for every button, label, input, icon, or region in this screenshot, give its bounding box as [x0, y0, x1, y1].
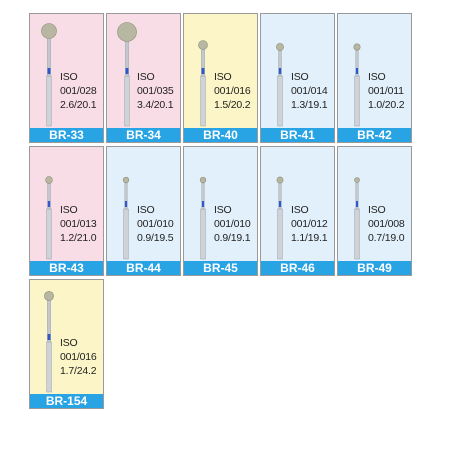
bur-card-br-40: ISO 001/016 1.5/20.2 BR-40: [183, 13, 258, 143]
bur-card-br-41: ISO 001/014 1.3/19.1 BR-41: [260, 13, 335, 143]
iso-ref: 001/028: [60, 85, 97, 97]
iso-label: ISO: [291, 71, 309, 83]
iso-label: ISO: [60, 337, 78, 349]
bur-specs: ISO 001/008 0.7/19.0: [368, 203, 405, 245]
bur-code-label: BR-154: [30, 394, 103, 408]
bur-code-label: BR-41: [261, 128, 334, 142]
bur-card-br-43: ISO 001/013 1.2/21.0 BR-43: [29, 146, 104, 276]
iso-label: ISO: [60, 204, 78, 216]
bur-dims: 2.6/20.1: [60, 99, 97, 111]
bur-specs: ISO 001/010 0.9/19.5: [137, 203, 174, 245]
bur-specs: ISO 001/016 1.5/20.2: [214, 70, 251, 112]
iso-label: ISO: [137, 204, 155, 216]
ball-bur-medium-icon: [44, 291, 54, 393]
bur-card-br-34: ISO 001/035 3.4/20.1 BR-34: [106, 13, 181, 143]
iso-label: ISO: [291, 204, 309, 216]
bur-specs: ISO 001/012 1.1/19.1: [291, 203, 328, 245]
iso-ref: 001/010: [137, 218, 174, 230]
bur-dims: 1.0/20.2: [368, 99, 405, 111]
iso-ref: 001/013: [60, 218, 97, 230]
bur-card-br-44: ISO 001/010 0.9/19.5 BR-44: [106, 146, 181, 276]
bur-specs: ISO 001/011 1.0/20.2: [368, 70, 405, 112]
iso-ref: 001/016: [60, 351, 97, 363]
bur-specs: ISO 001/013 1.2/21.0: [60, 203, 97, 245]
ball-bur-small-icon: [353, 43, 361, 127]
bur-card-br-45: ISO 001/010 0.9/19.1 BR-45: [183, 146, 258, 276]
iso-label: ISO: [368, 71, 386, 83]
iso-ref: 001/011: [368, 85, 404, 97]
bur-specs: ISO 001/014 1.3/19.1: [291, 70, 328, 112]
ball-bur-small-icon: [45, 176, 53, 260]
bur-dims: 1.1/19.1: [291, 232, 328, 244]
bur-dims: 1.5/20.2: [214, 99, 251, 111]
ball-bur-tiny-icon: [122, 176, 130, 260]
bur-code-label: BR-34: [107, 128, 180, 142]
bur-dims: 0.9/19.5: [137, 232, 174, 244]
iso-label: ISO: [214, 204, 232, 216]
bur-dims: 1.7/24.2: [60, 365, 97, 377]
bur-dims: 1.3/19.1: [291, 99, 328, 111]
ball-bur-tiny-icon: [199, 176, 207, 260]
bur-code-label: BR-33: [30, 128, 103, 142]
ball-bur-tiny-icon: [354, 177, 360, 260]
bur-code-label: BR-49: [338, 261, 411, 275]
bur-specs: ISO 001/016 1.7/24.2: [60, 336, 97, 378]
bur-dims: 0.9/19.1: [214, 232, 251, 244]
iso-label: ISO: [60, 71, 78, 83]
ball-bur-medium-icon: [198, 40, 208, 127]
iso-label: ISO: [137, 71, 155, 83]
bur-card-br-46: ISO 001/012 1.1/19.1 BR-46: [260, 146, 335, 276]
ball-bur-large-icon: [41, 23, 57, 127]
bur-dims: 3.4/20.1: [137, 99, 174, 111]
iso-ref: 001/008: [368, 218, 405, 230]
ball-bur-small-icon: [276, 176, 284, 260]
bur-code-label: BR-42: [338, 128, 411, 142]
iso-ref: 001/035: [137, 85, 174, 97]
bur-specs: ISO 001/010 0.9/19.1: [214, 203, 251, 245]
bur-specs: ISO 001/028 2.6/20.1: [60, 70, 97, 112]
bur-specs: ISO 001/035 3.4/20.1: [137, 70, 174, 112]
bur-code-label: BR-40: [184, 128, 257, 142]
iso-ref: 001/014: [291, 85, 328, 97]
bur-code-label: BR-46: [261, 261, 334, 275]
bur-card-br-33: ISO 001/028 2.6/20.1 BR-33: [29, 13, 104, 143]
iso-ref: 001/012: [291, 218, 328, 230]
ball-bur-small-icon: [276, 43, 284, 127]
bur-card-br-42: ISO 001/011 1.0/20.2 BR-42: [337, 13, 412, 143]
iso-ref: 001/016: [214, 85, 251, 97]
iso-ref: 001/010: [214, 218, 251, 230]
bur-card-br-154: ISO 001/016 1.7/24.2 BR-154: [29, 279, 104, 409]
iso-label: ISO: [368, 204, 386, 216]
ball-bur-xlarge-icon: [117, 22, 137, 127]
bur-dims: 0.7/19.0: [368, 232, 405, 244]
bur-code-label: BR-45: [184, 261, 257, 275]
bur-card-br-49: ISO 001/008 0.7/19.0 BR-49: [337, 146, 412, 276]
bur-code-label: BR-44: [107, 261, 180, 275]
bur-code-label: BR-43: [30, 261, 103, 275]
bur-dims: 1.2/21.0: [60, 232, 97, 244]
iso-label: ISO: [214, 71, 232, 83]
